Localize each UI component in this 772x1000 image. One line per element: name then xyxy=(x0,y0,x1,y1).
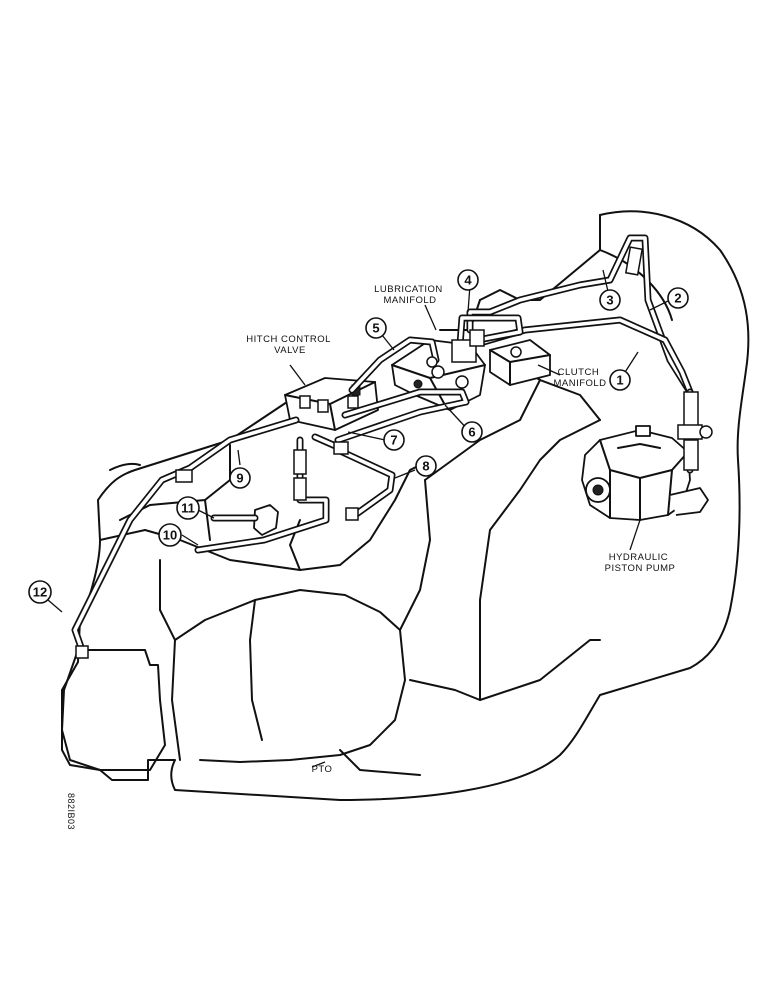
callout-11: 11 xyxy=(176,496,200,520)
svg-text:6: 6 xyxy=(468,425,475,440)
svg-text:9: 9 xyxy=(236,471,243,486)
leader-lines xyxy=(47,269,671,768)
callout-6: 6 xyxy=(461,421,483,443)
hydraulic-piston-pump-label: HYDRAULIC PISTON PUMP xyxy=(605,552,676,574)
callout-12: 12 xyxy=(28,580,52,604)
callout-7: 7 xyxy=(383,429,405,451)
svg-text:1: 1 xyxy=(616,373,623,388)
callout-1: 1 xyxy=(609,369,631,391)
callout-10: 10 xyxy=(158,523,182,547)
pipe-fittings xyxy=(75,246,713,659)
svg-text:3: 3 xyxy=(606,293,613,308)
clutch-manifold-label: CLUTCH MANIFOLD xyxy=(553,367,606,389)
hitch-control-valve-label: HITCH CONTROL VALVE xyxy=(246,334,333,356)
callout-5: 5 xyxy=(365,317,387,339)
svg-text:11: 11 xyxy=(181,501,195,516)
callout-9: 9 xyxy=(229,467,251,489)
hydraulic-piston-pump xyxy=(581,425,709,521)
svg-text:7: 7 xyxy=(390,433,397,448)
svg-text:12: 12 xyxy=(33,585,47,600)
clutch-manifold-block xyxy=(489,339,551,386)
svg-text:10: 10 xyxy=(163,528,177,543)
svg-text:5: 5 xyxy=(372,321,379,336)
lift-cylinder-bracket xyxy=(253,504,279,536)
hitch-control-valve-body xyxy=(284,377,379,431)
svg-text:2: 2 xyxy=(674,291,681,306)
callout-8: 8 xyxy=(415,455,437,477)
lubrication-manifold-label: LUBRICATION MANIFOLD xyxy=(374,284,446,306)
callout-4: 4 xyxy=(457,269,479,291)
pto-label: PTO xyxy=(312,764,333,775)
svg-text:4: 4 xyxy=(464,273,472,288)
svg-text:8: 8 xyxy=(422,459,429,474)
drawing-code: 882IB03 xyxy=(66,793,76,830)
callout-2: 2 xyxy=(667,287,689,309)
callout-3: 3 xyxy=(599,289,621,311)
